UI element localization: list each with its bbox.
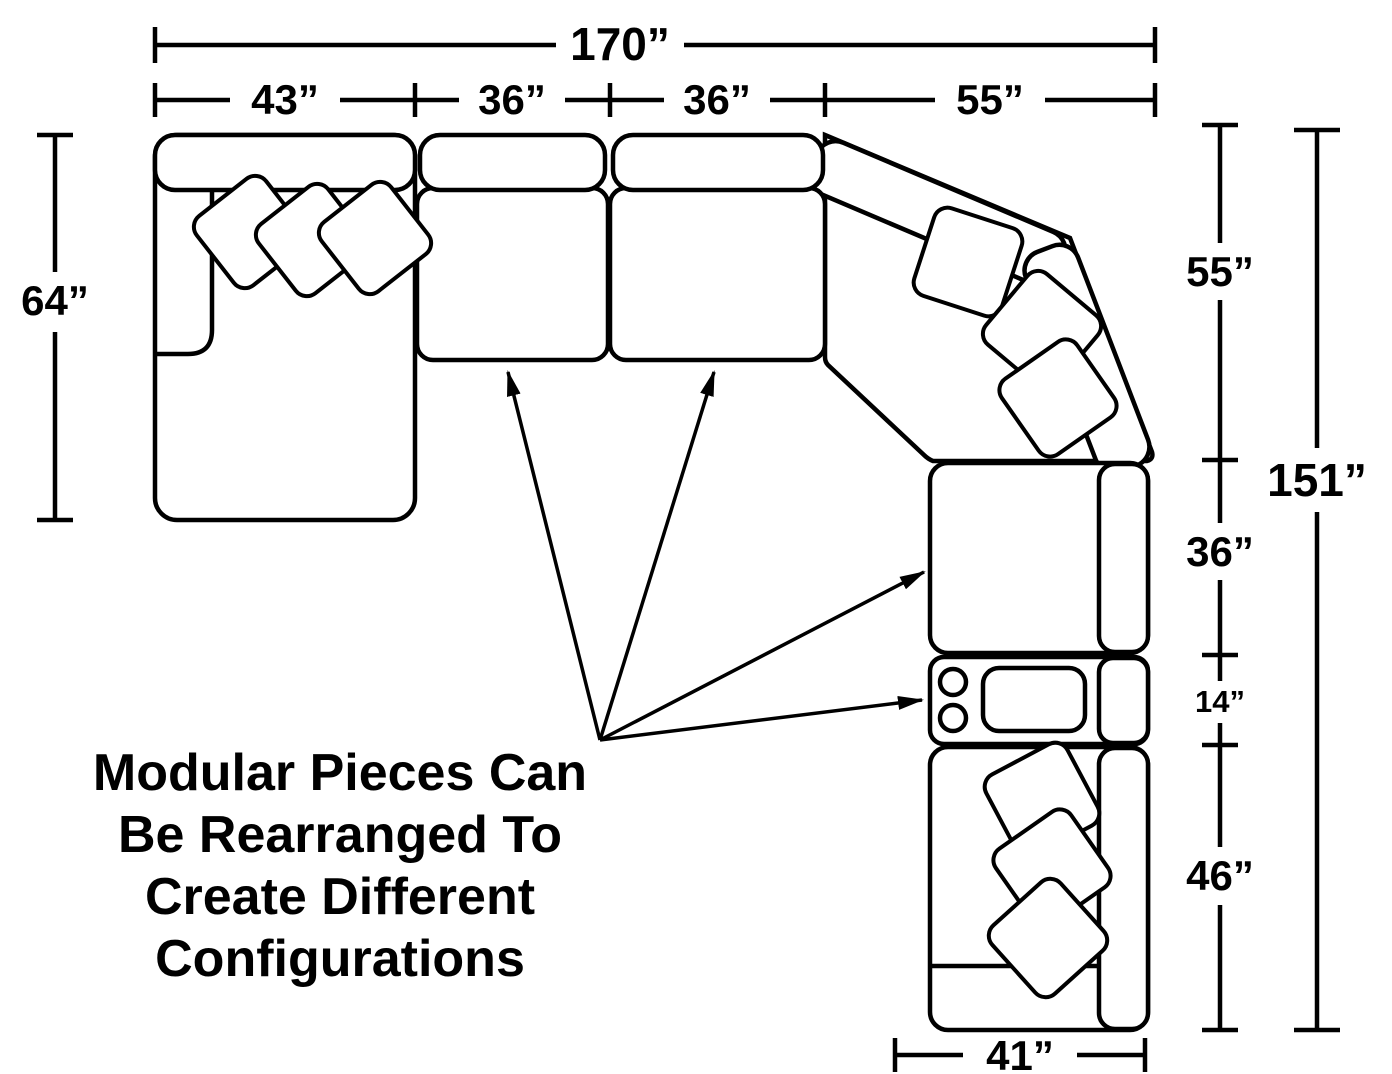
dim-label-top-total: 170”	[570, 18, 670, 70]
callout-arrows	[506, 370, 926, 742]
sofa-armless-2	[607, 132, 828, 363]
console-storage-lid	[980, 665, 1088, 734]
pillow	[316, 179, 434, 297]
dim-left-depth: 64”	[21, 132, 89, 523]
dim-label-right-segment: 46”	[1186, 852, 1254, 899]
wedge-pillows	[911, 205, 1119, 459]
dim-bottom-width: 41”	[892, 1032, 1148, 1074]
dim-right-total: 151”	[1267, 127, 1367, 1033]
dim-label-right-segment: 36”	[1186, 528, 1254, 575]
caption-line: Configurations	[155, 930, 525, 988]
dim-label-top-segment: 55”	[956, 76, 1024, 123]
dim-label-top-segment: 36”	[683, 76, 751, 123]
caption: Modular Pieces Can Be Rearranged To Crea…	[93, 744, 587, 988]
dim-label-right-total: 151”	[1267, 454, 1367, 506]
armless1-back-cushion	[417, 132, 608, 193]
chaise-arm-line	[157, 190, 215, 357]
armless2-seat	[607, 185, 828, 363]
console-back	[1096, 655, 1151, 746]
pillow	[997, 337, 1119, 459]
dim-label-left-depth: 64”	[21, 277, 89, 324]
caption-line: Be Rearranged To	[118, 806, 562, 864]
dim-label-top-segment: 43”	[251, 76, 319, 123]
caption-line: Create Different	[145, 868, 535, 926]
dim-top-total: 170”	[152, 18, 1158, 70]
dim-label-right-segment: 14”	[1195, 684, 1245, 719]
pillow	[986, 876, 1110, 1000]
callout-arrow	[598, 370, 716, 741]
armless-right-back-cushion	[1096, 461, 1151, 655]
dim-top-segments: 43” 36” 36” 55”	[152, 76, 1158, 123]
callout-arrow	[506, 370, 602, 741]
recliner-pillows	[982, 740, 1113, 1000]
sofa-armless-right	[927, 460, 1151, 656]
dim-label-right-segment: 55”	[1186, 248, 1254, 295]
callout-arrow	[599, 570, 926, 742]
dim-label-top-segment: 36”	[478, 76, 546, 123]
cupholder	[937, 666, 969, 698]
caption-line: Modular Pieces Can	[93, 744, 587, 802]
chaise-back-cushion	[152, 132, 418, 193]
cupholder	[937, 702, 969, 734]
pillow	[911, 205, 1025, 319]
dim-right-segments: 55” 36” 14” 46”	[1186, 122, 1254, 1033]
sofa-armless-1	[414, 132, 611, 363]
sofa-console	[927, 654, 1151, 747]
armless1-seat	[414, 185, 611, 363]
dim-label-bottom-width: 41”	[986, 1032, 1054, 1074]
armless2-back-cushion	[610, 132, 826, 193]
chaise-pillows	[191, 173, 434, 299]
callout-arrow	[599, 696, 924, 742]
